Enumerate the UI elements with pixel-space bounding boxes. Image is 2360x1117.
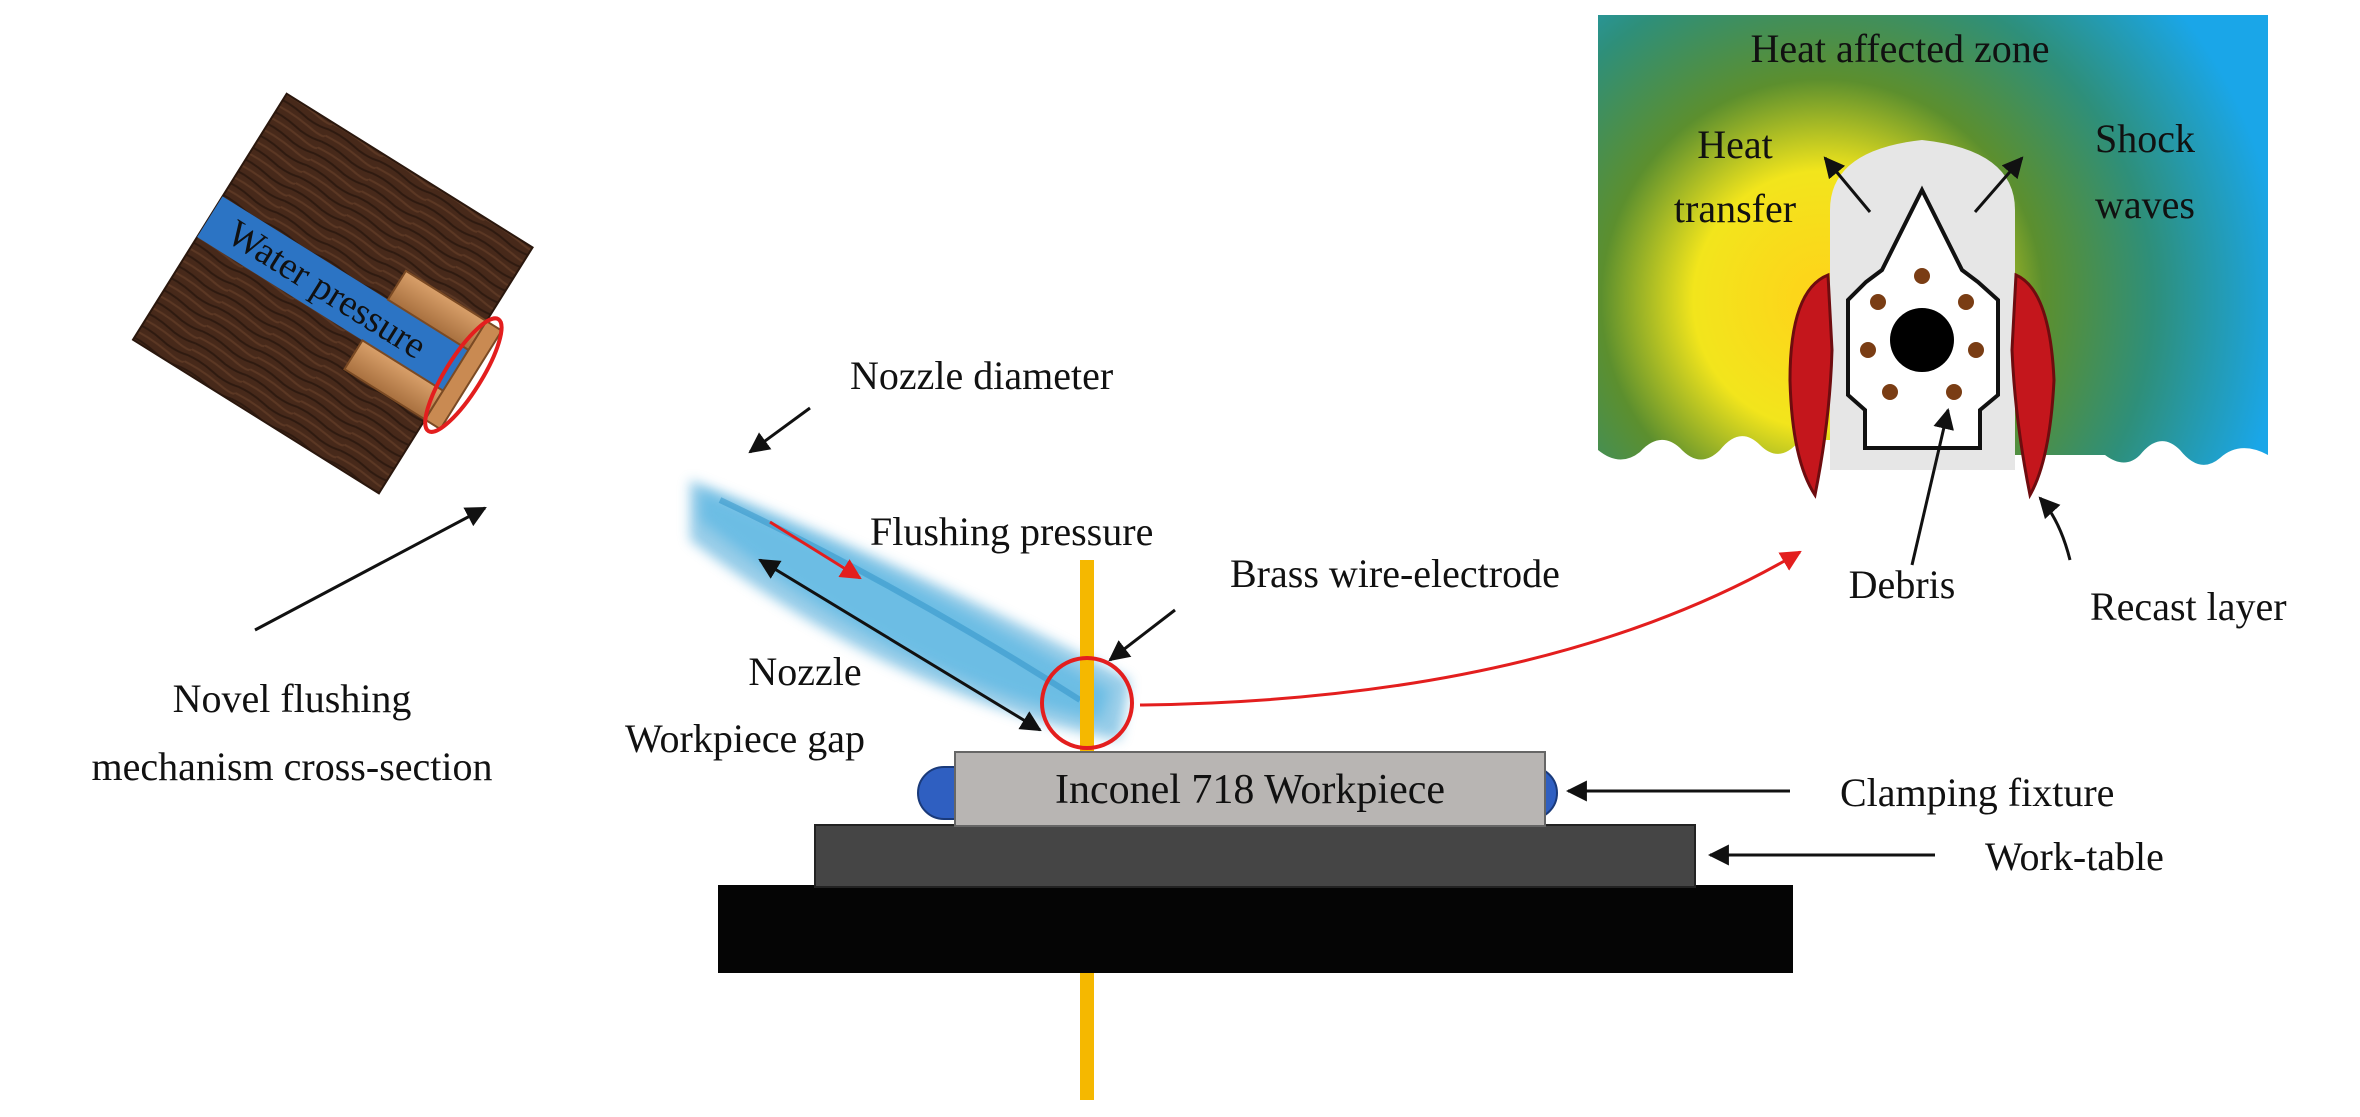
arrow-shock-waves [1973, 156, 2024, 213]
nozzle-gap-label-1: Nozzle [748, 649, 861, 694]
debris-particle [1946, 384, 1962, 400]
flushing-mechanism: Water pressure [131, 92, 534, 495]
heat-affected-zone-label: Heat affected zone [1750, 26, 2049, 71]
brass-wire-label: Brass wire-electrode [1230, 551, 1560, 596]
work-table-label: Work-table [1985, 834, 2164, 879]
debris-particle [1958, 294, 1974, 310]
debris-label: Debris [1849, 562, 1956, 607]
arrow-to-inset [1139, 550, 1802, 707]
clamping-fixture-label: Clamping fixture [1840, 770, 2114, 815]
nozzle-diameter-marker [423, 316, 504, 434]
work-table-top [814, 824, 1696, 888]
workpiece-label: Inconel 718 Workpiece [1055, 767, 1445, 813]
workpiece [954, 751, 1546, 827]
debris-particle [1860, 342, 1876, 358]
debris-particle [1914, 268, 1930, 284]
recast-layer-label: Recast layer [2090, 584, 2287, 629]
recast-layer-left [1788, 272, 1834, 499]
arrow-nozzle-diameter [748, 406, 811, 454]
heat-transfer-label-2: transfer [1674, 186, 1796, 231]
wire-cross-section [1890, 308, 1954, 372]
spark-zone-marker [1040, 656, 1134, 750]
debris-particle [1882, 384, 1898, 400]
arrow-heat-transfer [1823, 156, 1872, 213]
arrow-debris [1910, 407, 1954, 566]
arrow-gap [758, 558, 1042, 732]
shock-waves-label-1: Shock [2095, 116, 2195, 161]
arrow-mechanism [254, 506, 487, 632]
heat-affected-zone-inset: Heat affected zone Heat transfer Shock w… [1598, 15, 2268, 500]
arrow-brass-wire [1108, 608, 1176, 662]
work-table-base [718, 885, 1793, 973]
nozzle-gap-label-2: Workpiece gap [625, 716, 865, 761]
water-channel [197, 196, 469, 391]
recast-layer-right [2010, 272, 2056, 500]
nozzle-diameter-label: Nozzle diameter [850, 353, 1113, 398]
novel-mechanism-label-1: Novel flushing [173, 676, 412, 721]
heat-transfer-label-1: Heat [1697, 122, 1773, 167]
nozzle-tip [423, 319, 504, 431]
arrow-recast-layer [2038, 496, 2072, 561]
debris-particle [1870, 294, 1886, 310]
brass-wire-lower [1080, 973, 1094, 1100]
debris-particle [1968, 342, 1984, 358]
novel-mechanism-label-2: mechanism cross-section [92, 744, 493, 789]
shock-waves-label-2: waves [2095, 182, 2195, 227]
flushing-pressure-label: Flushing pressure [870, 509, 1153, 554]
